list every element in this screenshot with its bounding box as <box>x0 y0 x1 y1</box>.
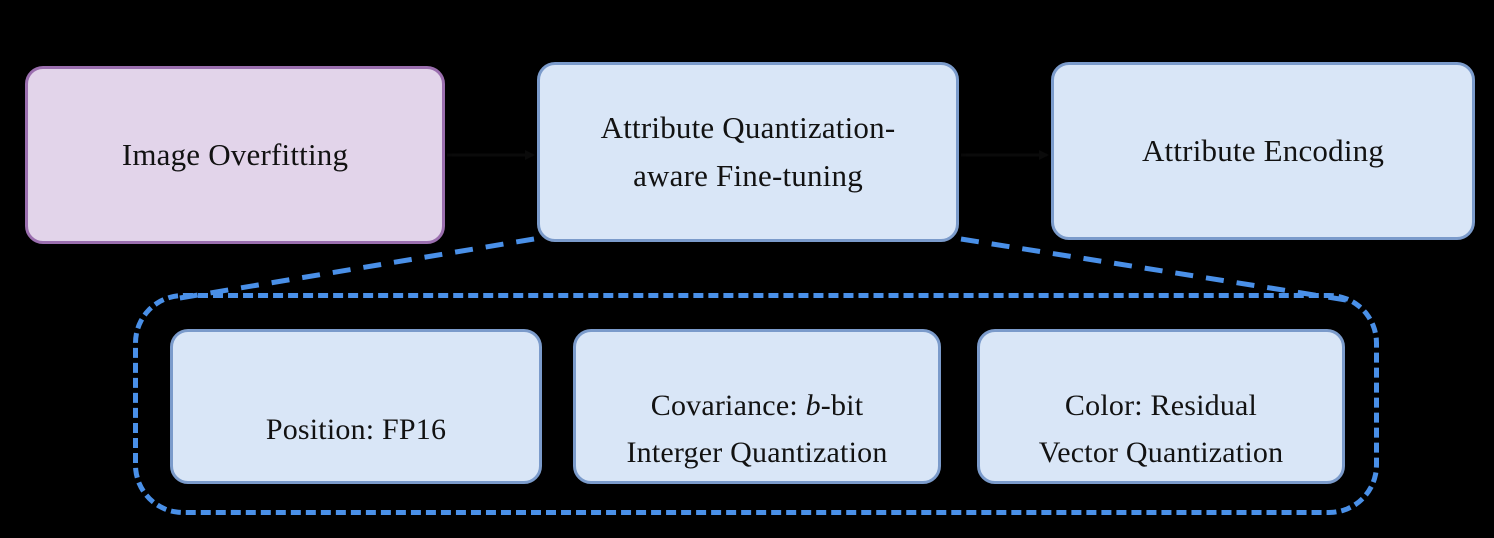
node-position-label-prefix: Position: FP16 <box>265 412 447 446</box>
node-attribute-encoding[interactable]: Attribute Encoding <box>1051 62 1475 240</box>
node-image-overfitting-label: Image Overfitting <box>121 136 349 172</box>
edge-finetuning-to-group-left <box>167 236 535 303</box>
node-attribute-quantization-aware-fine-tuning-label: Attribute Quantization- aware Fine-tunin… <box>600 109 896 193</box>
node-covariance-label: Covariance: b-bit Interger Quantization <box>590 337 924 477</box>
node-covariance-label-italic: b <box>805 389 821 423</box>
node-attribute-encoding-label: Attribute Encoding <box>1141 132 1385 168</box>
node-attribute-quantization-aware-fine-tuning[interactable]: Attribute Quantization- aware Fine-tunin… <box>537 62 959 242</box>
node-covariance-label-prefix: Covariance: <box>650 389 806 423</box>
edge-finetuning-to-encoding <box>961 150 1049 160</box>
node-image-overfitting[interactable]: Image Overfitting <box>25 66 445 244</box>
node-covariance[interactable]: Covariance: b-bit Interger Quantization <box>573 329 941 484</box>
node-color-label-prefix: Color: Residual Vector Quantization <box>1038 389 1284 469</box>
node-covariance-label-suffix: -bit Interger Quantization <box>626 389 888 469</box>
edge-overfitting-to-finetuning <box>447 150 535 160</box>
quantization-group-container <box>133 293 1379 515</box>
node-position-label: Position: FP16 <box>187 360 525 453</box>
node-position[interactable]: Position: FP16 <box>170 329 542 484</box>
node-color-label: Color: Residual Vector Quantization <box>994 337 1328 477</box>
edge-finetuning-to-group-right <box>960 236 1347 303</box>
node-color[interactable]: Color: Residual Vector Quantization <box>977 329 1345 484</box>
